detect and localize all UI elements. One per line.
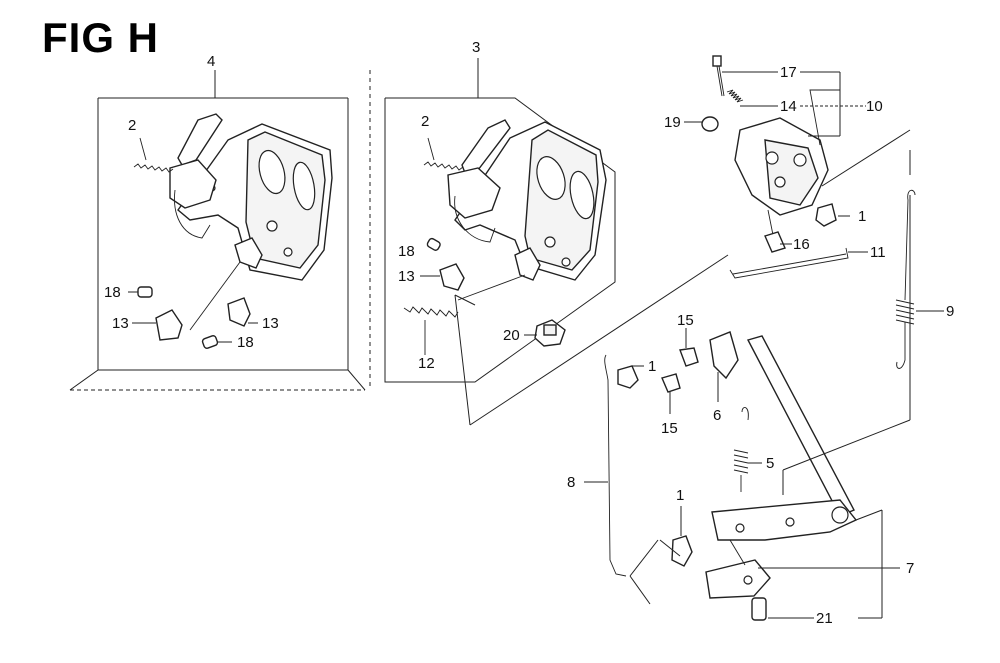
control-plate-middle [447, 119, 607, 301]
leader-lines [629, 129, 911, 619]
spring-2-left [133, 137, 174, 173]
bolt-21 [751, 597, 767, 621]
callout-1-upper: 1 [858, 208, 866, 225]
callout-13-left-right: 13 [262, 315, 279, 332]
control-plate-left [169, 113, 333, 331]
callout-18-left-upper: 18 [104, 284, 121, 301]
control-lever-7 [705, 335, 858, 599]
callout-3: 3 [472, 39, 480, 56]
callout-13-left: 13 [112, 315, 129, 332]
callout-1-middle: 1 [648, 358, 656, 375]
callout-2-middle: 2 [421, 113, 429, 130]
callout-21: 21 [816, 610, 833, 627]
fasteners-lower [617, 331, 739, 567]
spring-2-middle [423, 137, 464, 171]
callout-16: 16 [793, 236, 810, 253]
callouts: 4 3 2 2 18 13 13 18 18 13 12 20 17 [104, 39, 954, 627]
rod-11 [729, 247, 849, 279]
callout-2-left: 2 [128, 117, 136, 134]
callout-14: 14 [780, 98, 797, 115]
assembly-3-frame [369, 58, 729, 426]
callout-15-lower: 15 [661, 420, 678, 437]
callout-19: 19 [664, 114, 681, 131]
callout-20: 20 [503, 327, 520, 344]
callout-11: 11 [870, 244, 886, 261]
spring-5 [733, 407, 749, 492]
parts-13-18-middle [426, 237, 465, 291]
callout-1-lower: 1 [676, 487, 684, 504]
callout-12: 12 [418, 355, 435, 372]
spring-9 [895, 189, 916, 369]
callout-18-left-lower: 18 [237, 334, 254, 351]
callout-8: 8 [567, 474, 575, 491]
callout-13-middle: 13 [398, 268, 415, 285]
spring-12 [403, 306, 459, 355]
callout-18-middle: 18 [398, 243, 415, 260]
assembly-4-frame [69, 70, 366, 391]
callout-10: 10 [866, 98, 883, 115]
callout-5: 5 [766, 455, 774, 472]
governor-bracket [701, 55, 840, 253]
callout-17: 17 [780, 64, 797, 81]
nut-20 [534, 319, 566, 347]
callout-7: 7 [906, 560, 914, 577]
rod-8 [604, 354, 627, 577]
callout-9: 9 [946, 303, 954, 320]
parts-13-18-left [137, 286, 251, 349]
callout-4: 4 [207, 53, 215, 70]
figure-title: FIG H [42, 14, 159, 61]
callout-15-upper: 15 [677, 312, 694, 329]
callout-6: 6 [713, 407, 721, 424]
